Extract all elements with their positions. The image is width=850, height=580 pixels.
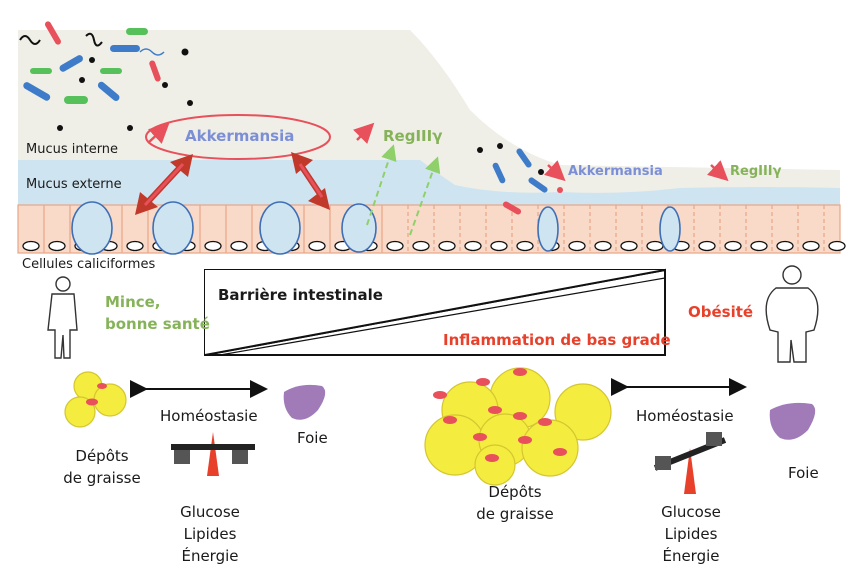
dashed-arrow <box>409 156 441 236</box>
akkermansia-label: Akkermansia <box>185 127 295 145</box>
barrier-inflammation-wedge <box>204 268 666 356</box>
down-arrow <box>707 160 729 182</box>
inner-mucus-layer <box>18 30 840 200</box>
fat-deposits-label-left-1: Dépôts <box>75 447 129 465</box>
barrier-label: Barrière intestinale <box>218 286 383 304</box>
inflammation-label: Inflammation de bas grade <box>443 331 671 349</box>
cell-nucleus <box>646 240 664 252</box>
cell-nucleus <box>412 240 430 252</box>
bacteria-cluster-right <box>477 143 563 215</box>
cell-nucleus <box>464 240 482 252</box>
glucose-label-right: Glucose <box>661 503 721 521</box>
cell-nucleus <box>126 240 144 252</box>
homeostasis-label-right: Homéostasie <box>636 407 734 425</box>
exchange-arrow <box>130 378 747 398</box>
slim-human-figure <box>47 276 78 359</box>
cell-nucleus <box>438 240 456 252</box>
akkermansia-label-right: Akkermansia <box>568 164 663 179</box>
fat-deposits-label-right-2: de graisse <box>476 505 554 523</box>
goblet-cells-label: Cellules caliciformes <box>22 257 156 272</box>
obesity-label: Obésité <box>688 303 754 321</box>
cell-nucleus <box>802 240 820 252</box>
slim-label-line1: Mince, <box>105 293 161 311</box>
slim-label-line2: bonne santé <box>105 315 210 333</box>
epithelial-cells <box>17 204 846 254</box>
cell-nucleus <box>22 240 40 252</box>
cell-nucleus <box>386 240 404 252</box>
up-arrow <box>147 122 170 144</box>
cell-nucleus <box>204 240 222 252</box>
cell-nucleus <box>724 240 742 252</box>
energy-label-left: Énergie <box>181 547 239 565</box>
cell-nucleus <box>750 240 768 252</box>
mucus-outer-label: Mucus externe <box>26 177 122 192</box>
up-arrow <box>353 122 375 144</box>
cell-nucleus <box>698 240 716 252</box>
fat-cells-small <box>64 371 127 428</box>
homeostasis-label-left: Homéostasie <box>160 407 258 425</box>
liver-icon <box>769 402 816 440</box>
lipids-label-right: Lipides <box>664 525 718 543</box>
double-arrow-inner <box>143 162 324 207</box>
regiii-label: RegIIIγ <box>383 127 443 145</box>
cell-nucleus <box>490 240 508 252</box>
regiii-label-right: RegIIIγ <box>730 164 782 179</box>
fat-deposits-label-left-2: de graisse <box>63 469 141 487</box>
cell-nucleus <box>776 240 794 252</box>
dashed-arrow <box>366 144 397 226</box>
cell-nucleus <box>568 240 586 252</box>
bacteria-cluster <box>19 21 193 131</box>
cell-nucleus <box>308 240 326 252</box>
cell-nucleus <box>594 240 612 252</box>
down-arrow <box>544 160 566 182</box>
cell-nucleus <box>620 240 638 252</box>
cell-nucleus <box>48 240 66 252</box>
liver-label-left: Foie <box>297 429 328 447</box>
energy-label-right: Énergie <box>662 547 720 565</box>
cell-nucleus <box>516 240 534 252</box>
glucose-label-left: Glucose <box>180 503 240 521</box>
fat-cells-large <box>424 367 612 486</box>
balance-scale <box>653 432 727 494</box>
cell-nucleus <box>828 240 846 252</box>
goblet-cells <box>71 201 681 255</box>
balance-scale <box>171 432 255 476</box>
mucus-inner-label: Mucus interne <box>26 142 119 157</box>
lipids-label-left: Lipides <box>183 525 237 543</box>
obese-human-figure <box>765 265 819 363</box>
akkermansia-oval <box>145 114 331 160</box>
cell-nucleus <box>230 240 248 252</box>
liver-icon <box>283 384 326 420</box>
fat-deposits-label-right-1: Dépôts <box>488 483 542 501</box>
liver-label-right: Foie <box>788 464 819 482</box>
